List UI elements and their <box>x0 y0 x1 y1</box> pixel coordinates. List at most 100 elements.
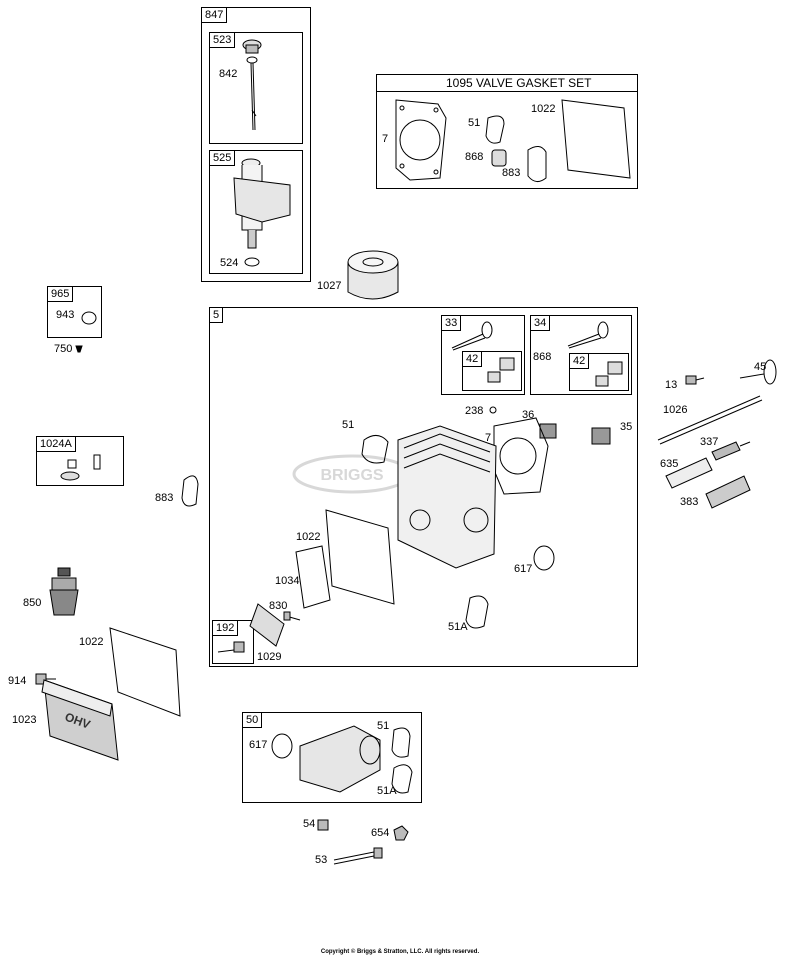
part-51a-gasket <box>465 595 489 629</box>
tag-42a: 42 <box>462 351 483 367</box>
part-valve-cover: OHV <box>41 679 119 761</box>
label-1029: 1029 <box>257 651 282 663</box>
label-45: 45 <box>754 361 767 373</box>
label-51a-manifold: 51A <box>377 785 397 797</box>
part-intake-gasket <box>527 146 547 182</box>
label-1034: 1034 <box>275 575 300 587</box>
part-1026-pushrod <box>657 395 763 445</box>
part-sealant-tube <box>49 567 79 616</box>
tag-34: 34 <box>530 315 551 331</box>
label-914: 914 <box>8 675 27 687</box>
part-1034-plate <box>295 545 331 609</box>
part-dipstick-tube <box>233 158 291 267</box>
part-exhaust-valve <box>567 321 609 349</box>
part-1022-gasket-left <box>109 627 181 717</box>
part-830-screw <box>283 611 301 621</box>
label-943: 943 <box>56 309 75 321</box>
part-883-gasket <box>181 475 199 507</box>
tag-42b: 42 <box>569 353 590 369</box>
label-53: 53 <box>315 854 328 866</box>
part-dipstick-cap <box>242 39 262 131</box>
part-gasket-51a-b <box>391 764 413 794</box>
label-524: 524 <box>220 257 239 269</box>
label-54: 54 <box>303 818 316 830</box>
box-34 <box>530 315 632 395</box>
label-1022-left: 1022 <box>79 636 104 648</box>
part-13-screw <box>685 375 705 385</box>
part-spring-35 <box>591 427 611 445</box>
part-750-screw <box>75 345 83 353</box>
box-50 <box>242 712 422 803</box>
part-keepers-b <box>595 361 623 387</box>
part-intake-manifold <box>299 725 381 793</box>
label-830: 830 <box>269 600 288 612</box>
label-1027: 1027 <box>317 280 342 292</box>
label-617-manifold: 617 <box>249 739 268 751</box>
tag-5: 5 <box>209 307 224 323</box>
label-868-gasket-set: 868 <box>465 151 484 163</box>
part-654-nut <box>393 825 409 841</box>
part-gasket-1022-inner <box>325 509 395 605</box>
box-523 <box>209 32 303 144</box>
part-1029-rocker <box>249 603 285 647</box>
copyright-notice: Copyright © Briggs & Stratton, LLC. All … <box>320 949 480 955</box>
label-238: 238 <box>465 405 484 417</box>
tag-192: 192 <box>212 620 239 636</box>
part-192-screw <box>217 641 245 653</box>
label-850: 850 <box>23 597 42 609</box>
part-cylinder-head <box>397 425 497 569</box>
part-head-gasket <box>395 99 447 181</box>
label-51a-head: 51A <box>448 621 468 633</box>
label-7-gasket-set: 7 <box>382 133 389 145</box>
part-54-screw <box>317 819 329 831</box>
label-1022-gasket-set: 1022 <box>531 103 556 115</box>
tag-523: 523 <box>209 32 236 48</box>
part-valve-seal <box>491 149 507 167</box>
label-1023: 1023 <box>12 714 37 726</box>
label-1026: 1026 <box>663 404 688 416</box>
part-53-stud <box>333 847 383 865</box>
box-5 <box>209 307 638 667</box>
label-35: 35 <box>620 421 633 433</box>
tag-965: 965 <box>47 286 74 302</box>
label-868-box34: 868 <box>533 351 552 363</box>
part-914-bolt <box>35 673 56 685</box>
box-525 <box>209 150 303 274</box>
label-1022-head: 1022 <box>296 531 321 543</box>
box-42a <box>462 351 522 391</box>
label-883-left: 883 <box>155 492 174 504</box>
label-635: 635 <box>660 458 679 470</box>
label-617-head: 617 <box>514 563 533 575</box>
part-617-ring-b <box>271 733 293 759</box>
part-617-ring <box>533 545 555 571</box>
box-1024a <box>36 436 124 486</box>
part-1024a-kit <box>60 454 101 481</box>
label-654: 654 <box>371 827 390 839</box>
part-cover-gasket-1022 <box>561 99 631 179</box>
label-842: 842 <box>219 68 238 80</box>
part-gasket-51-b <box>391 727 411 758</box>
tag-33: 33 <box>441 315 462 331</box>
valve-gasket-set-title: 1095 VALVE GASKET SET <box>446 76 592 90</box>
part-intake-valve <box>451 321 493 351</box>
label-51-manifold: 51 <box>377 720 390 732</box>
box-42b <box>569 353 629 391</box>
part-635-tube <box>665 457 713 489</box>
part-spring-36 <box>539 423 557 439</box>
box-33 <box>441 315 525 395</box>
part-943 <box>81 311 97 325</box>
label-7-head: 7 <box>485 432 492 444</box>
label-51-head: 51 <box>342 419 355 431</box>
part-keepers-a <box>487 357 515 383</box>
part-383-tool <box>705 475 751 509</box>
part-gasket-51 <box>361 435 389 464</box>
part-238 <box>489 406 497 414</box>
part-45-valve <box>739 359 777 385</box>
tag-50: 50 <box>242 712 263 728</box>
part-337-spark-plug <box>711 441 751 461</box>
label-13: 13 <box>665 379 678 391</box>
valve-gasket-set-title-bar <box>376 74 638 92</box>
part-oil-filter <box>347 250 399 300</box>
label-750: 750 <box>54 343 73 355</box>
